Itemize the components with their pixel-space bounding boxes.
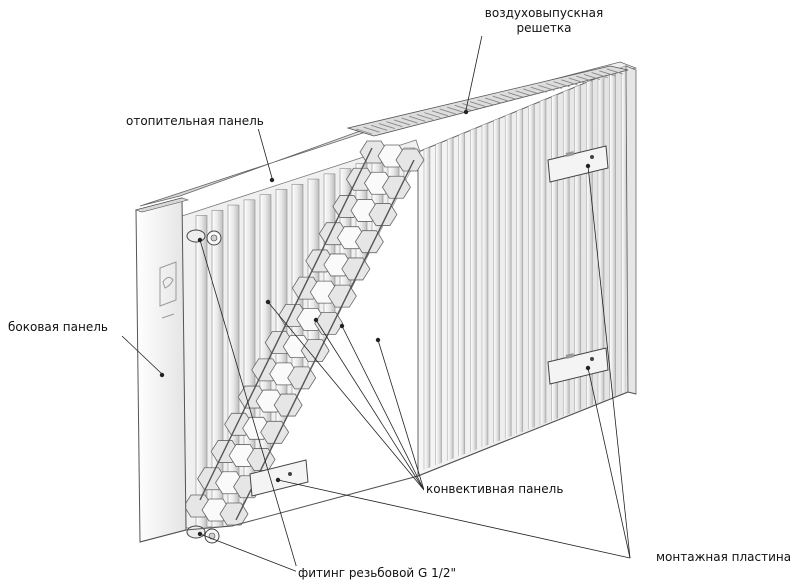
front-rib — [528, 104, 535, 435]
leader-lines — [121, 25, 631, 573]
grille-slat — [507, 92, 525, 99]
grille-slat — [485, 97, 502, 104]
grille-slat — [355, 128, 373, 135]
grille-slat — [515, 90, 532, 97]
brand-logo-emboss — [159, 261, 177, 319]
grille-slat — [439, 108, 456, 115]
front-rib — [458, 132, 466, 462]
grille-slat — [416, 114, 433, 120]
grille-slat — [576, 75, 593, 82]
grille-slat — [431, 110, 449, 117]
grille-slat — [401, 117, 418, 124]
heating-tube — [195, 215, 208, 528]
fin-band-edge — [235, 159, 415, 521]
grille-slat — [393, 119, 411, 126]
radiator-bottom-edge — [139, 391, 637, 543]
label-heating-panel: отопительная панель — [124, 114, 266, 129]
front-panel-ribs — [423, 66, 626, 472]
grille-slat — [454, 104, 471, 111]
grille-slat — [545, 83, 563, 89]
side-panel-edge — [134, 197, 190, 213]
mounting-plate-bottom — [249, 459, 309, 497]
grille-slat — [386, 121, 403, 128]
heating-tube — [211, 209, 224, 528]
front-rib — [435, 142, 442, 472]
heating-tube — [403, 147, 416, 489]
front-rib — [539, 99, 547, 430]
grille-slat — [561, 79, 578, 86]
grille-slat — [599, 70, 616, 77]
front-rib — [493, 118, 500, 449]
grille-slat — [409, 115, 426, 122]
front-rib — [516, 108, 524, 439]
grille-slat — [583, 73, 601, 80]
heating-tube — [227, 204, 240, 528]
front-rib — [609, 70, 616, 402]
grille-slat — [606, 68, 623, 75]
label-mounting-plate: монтажная пластина — [654, 550, 794, 565]
mounting-plate-upper — [547, 145, 609, 183]
grille-slat — [500, 93, 517, 100]
label-side-panel: боковая панель — [6, 320, 110, 335]
mounting-plate-lower — [547, 347, 609, 385]
grille-slat — [378, 123, 395, 129]
label-air-grille-line2: решетка — [516, 21, 572, 35]
front-rib — [446, 137, 454, 467]
front-rib — [423, 147, 431, 472]
convection-fin-cell — [395, 148, 425, 172]
front-rib — [504, 113, 512, 444]
grille-slat — [469, 101, 487, 108]
heating-tube — [275, 189, 288, 528]
air-grille-slats — [355, 68, 623, 135]
grille-slat — [530, 86, 547, 93]
grille-slat — [492, 95, 509, 102]
label-fitting: фитинг резьбовой G 1/2" — [296, 566, 458, 581]
heating-tube — [339, 168, 352, 509]
label-convection-panel: конвективная панель — [424, 482, 566, 497]
grille-slat — [462, 103, 479, 109]
front-rib — [470, 128, 477, 458]
grille-slat — [363, 126, 380, 133]
grille-slat — [523, 88, 540, 95]
label-air-grille-line1: воздуховыпускная — [484, 6, 604, 20]
grille-slat — [568, 77, 585, 84]
grille-slat — [538, 84, 555, 91]
grille-slat — [371, 124, 388, 131]
grille-slat — [424, 112, 441, 119]
grille-slat — [477, 99, 494, 106]
side-panel-shape — [135, 197, 187, 543]
grille-slat — [553, 81, 570, 88]
convection-fins — [183, 140, 425, 526]
grille-slat — [591, 72, 608, 79]
grille-slat — [447, 106, 464, 113]
radiator-right-end — [625, 65, 637, 395]
front-rib — [481, 123, 489, 453]
label-air-grille: воздуховыпускная решетка — [478, 6, 610, 36]
